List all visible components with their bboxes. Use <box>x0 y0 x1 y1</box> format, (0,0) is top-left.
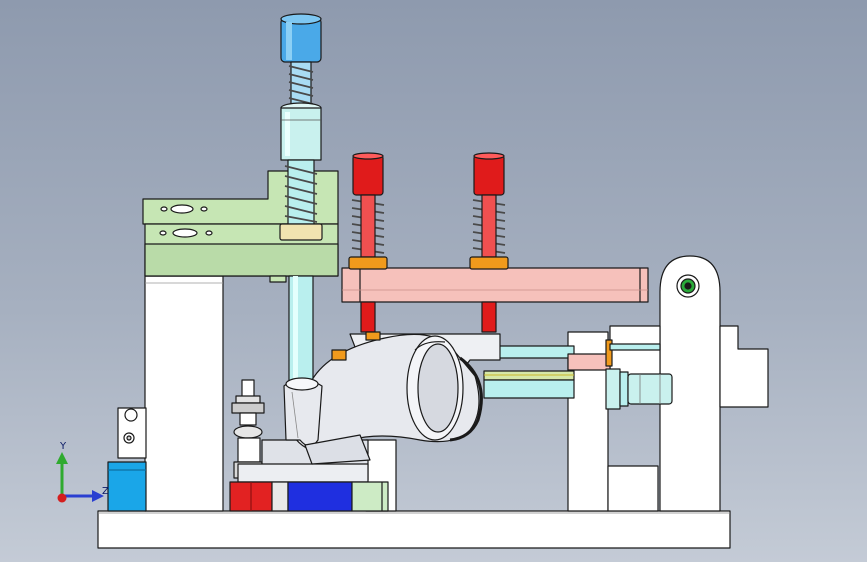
red-block[interactable] <box>229 481 273 512</box>
y-axis-arrowhead <box>56 452 68 464</box>
elbow-pipe-workpiece[interactable] <box>283 333 501 465</box>
left-side-bracket[interactable] <box>117 407 147 459</box>
small-cylinder-ring[interactable] <box>331 331 381 361</box>
pivot-pin[interactable] <box>676 274 700 298</box>
base-plate[interactable] <box>97 510 731 549</box>
gray-separator-block[interactable] <box>271 481 289 512</box>
vertical-guide-rod[interactable] <box>288 275 314 382</box>
lower-spring[interactable] <box>279 159 323 241</box>
z-axis-arrowhead <box>92 490 104 502</box>
right-upright[interactable] <box>659 255 721 512</box>
blue-block[interactable] <box>287 481 353 512</box>
left-support-column[interactable] <box>144 275 224 512</box>
triad-arrows <box>56 452 104 503</box>
mid-cylinder-body[interactable] <box>280 102 322 161</box>
upper-spring[interactable] <box>288 61 314 105</box>
coordinate-triad: Y Z <box>50 438 120 510</box>
red-spring-pin-left[interactable] <box>348 152 388 333</box>
x-axis-origin <box>57 493 67 503</box>
red-spring-pin-right[interactable] <box>469 152 509 333</box>
cylinder-head-block[interactable] <box>567 339 673 410</box>
pink-clamp-arm[interactable] <box>341 267 649 303</box>
horizontal-cylinder-rods[interactable] <box>483 345 575 399</box>
cylinder-tie-rod[interactable] <box>609 343 661 351</box>
right-end-block[interactable] <box>719 325 769 408</box>
lightgreen-block[interactable] <box>351 481 389 512</box>
lightblue-block[interactable] <box>107 461 147 512</box>
y-axis-label: Y <box>60 441 67 452</box>
z-axis-label: Z <box>102 486 109 497</box>
top-cylinder-cap[interactable] <box>280 13 322 63</box>
bolt-assembly[interactable] <box>231 379 265 479</box>
